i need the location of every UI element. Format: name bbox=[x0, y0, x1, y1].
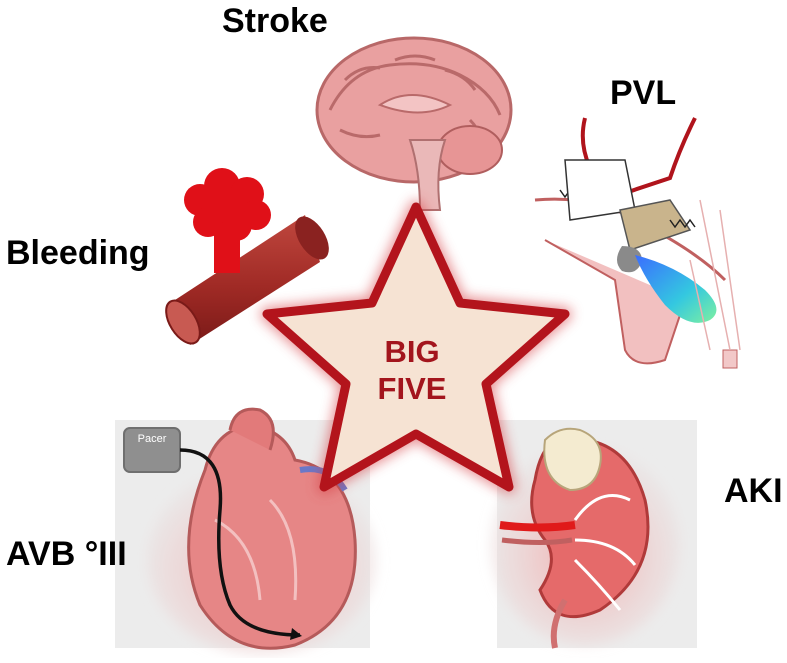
label-aki: AKI bbox=[724, 472, 783, 510]
label-pvl: PVL bbox=[610, 74, 677, 112]
brain-icon bbox=[315, 36, 513, 211]
pacer-label: Pacer bbox=[137, 433, 167, 445]
label-avb: AVB °III bbox=[6, 535, 127, 573]
valve-leak-icon bbox=[534, 117, 741, 369]
star-text-big: BIG bbox=[384, 334, 440, 369]
big-five-star bbox=[260, 200, 572, 494]
star-text-five: FIVE bbox=[377, 371, 447, 406]
label-bleeding: Bleeding bbox=[6, 234, 150, 272]
bleeding-vessel-icon bbox=[165, 168, 329, 345]
kidney-icon bbox=[490, 420, 697, 649]
label-stroke: Stroke bbox=[222, 2, 328, 40]
